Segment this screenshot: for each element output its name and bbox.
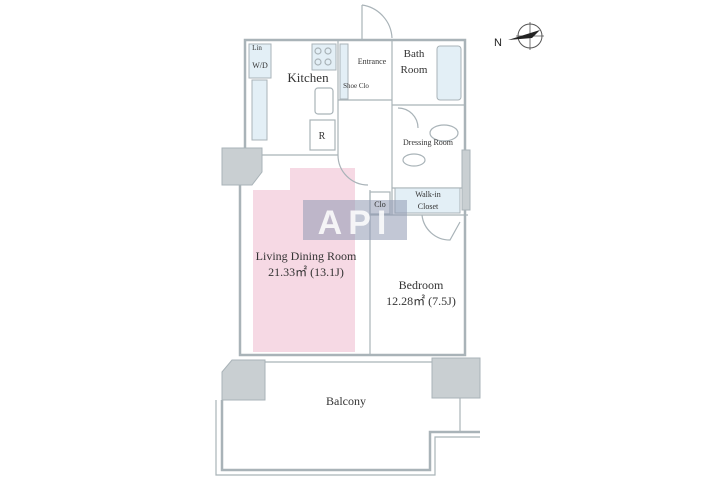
north-label: N — [494, 37, 502, 49]
balcony-label: Balcony — [326, 394, 366, 408]
watermark-box — [303, 200, 407, 240]
entrance-label: Entrance — [358, 57, 387, 66]
dressing-room-label: Dressing Room — [403, 138, 454, 147]
wd-label: W/D — [252, 61, 268, 70]
washer-dryer — [248, 43, 272, 79]
ldr-area: 21.33㎡ (13.1J) — [268, 265, 344, 279]
walkin-label: Walk-in — [415, 190, 441, 199]
closet-label: Clo — [374, 200, 386, 209]
walkin-label-2: Closet — [418, 202, 439, 211]
ldr-name: Living Dining Room — [256, 249, 357, 263]
shoe-closet-label: Shoe Clo — [343, 82, 369, 90]
watermark: API — [318, 204, 393, 242]
bath-label-2: Room — [401, 64, 428, 76]
bath-label: Bath — [404, 48, 425, 60]
column — [431, 357, 481, 399]
refrigerator-label: R — [319, 131, 326, 142]
column — [221, 359, 266, 401]
bedroom-name: Bedroom — [399, 278, 444, 292]
kitchen-label: Kitchen — [287, 70, 329, 85]
balcony-outline — [220, 400, 480, 472]
compass-icon — [508, 22, 544, 50]
entrance-door — [361, 4, 393, 40]
column — [221, 147, 263, 186]
stove — [311, 43, 337, 71]
lin-label: Lin — [252, 44, 262, 52]
bathtub — [436, 45, 462, 101]
bedroom-area: 12.28㎡ (7.5J) — [386, 294, 456, 308]
sink — [314, 87, 334, 115]
